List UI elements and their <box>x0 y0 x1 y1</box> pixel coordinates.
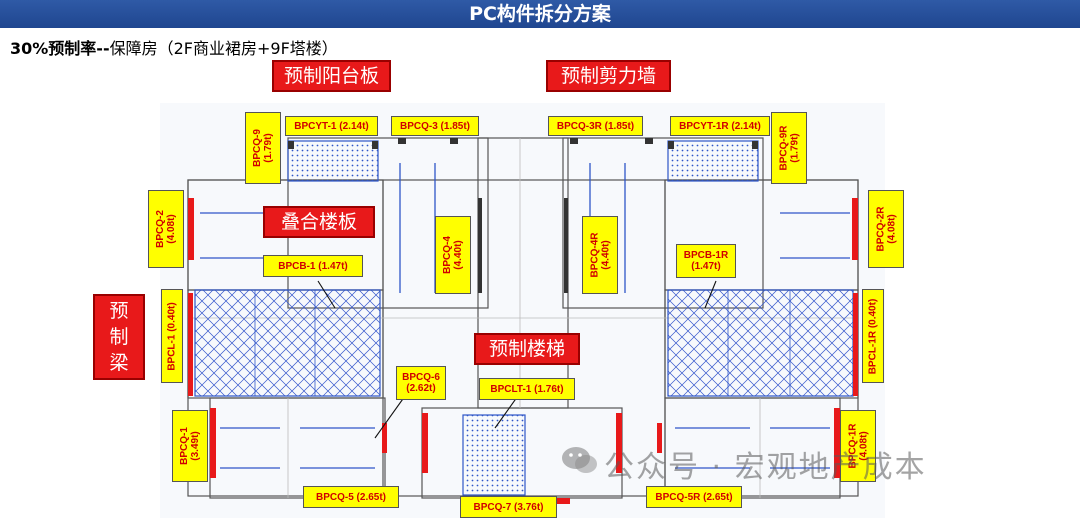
label-bpcq-6: BPCQ-6 (2.62t) <box>396 366 446 400</box>
label-bpcb-1: BPCB-1 (1.47t) <box>263 255 363 277</box>
page-title: PC构件拆分方案 <box>0 0 1080 28</box>
subtitle: 30%预制率--保障房（2F商业裙房+9F塔楼） <box>10 35 338 59</box>
label-bpcq-5r: BPCQ-5R (2.65t) <box>646 486 742 508</box>
callout-stair: 预制楼梯 <box>474 333 580 365</box>
label-bpcl-1: BPCL-1 (0.40t) <box>161 289 183 383</box>
label-bpcq-6-text: BPCQ-6 (2.62t) <box>402 372 440 394</box>
label-bpcq-4: BPCQ-4 (4.40t) <box>435 216 471 294</box>
label-bpcl-1-text: BPCL-1 (0.40t) <box>166 301 178 371</box>
label-bpcq-4r-text: BPCQ-4R (4.40t) <box>589 232 612 278</box>
label-bpcq-3: BPCQ-3 (1.85t) <box>391 116 479 136</box>
watermark-text: 公众号 · 宏观地产成本 <box>604 450 927 485</box>
callout-beam-char-1: 预 <box>109 300 129 322</box>
label-bpcq-2r: BPCQ-2R (4.08t) <box>868 190 904 268</box>
callout-slab: 叠合楼板 <box>263 206 375 238</box>
label-bpcyt-1: BPCYT-1 (2.14t) <box>285 116 378 136</box>
label-bpcq-1-text: BPCQ-1 (3.49t) <box>179 427 202 465</box>
label-bpcl-1r: BPCL-1R (0.40t) <box>862 289 884 383</box>
label-bpcq-4-text: BPCQ-4 (4.40t) <box>442 236 465 274</box>
subtitle-desc: 保障房（2F商业裙房+9F塔楼） <box>109 39 338 58</box>
callout-beam: 预 制 梁 <box>93 294 145 380</box>
subtitle-rate: 30%预制率-- <box>10 39 110 58</box>
label-bpcq-1r: BPCQ-1R (4.08t) <box>840 410 876 482</box>
callout-beam-char-2: 制 <box>109 326 129 348</box>
label-bpcq-9r-text: BPCQ-9R (1.79t) <box>778 125 801 171</box>
label-bpclt-1: BPCLT-1 (1.76t) <box>479 378 575 400</box>
label-bpcq-1: BPCQ-1 (3.49t) <box>172 410 208 482</box>
label-bpcq-5: BPCQ-5 (2.65t) <box>303 486 399 508</box>
label-bpcq-2r-text: BPCQ-2R (4.08t) <box>875 206 898 252</box>
label-bpcq-4r: BPCQ-4R (4.40t) <box>582 216 618 294</box>
label-bpcq-9r: BPCQ-9R (1.79t) <box>771 112 807 184</box>
label-bpcb-1r: BPCB-1R (1.47t) <box>676 244 736 278</box>
callout-shear-wall: 预制剪力墙 <box>546 60 671 92</box>
wechat-icon <box>562 447 597 473</box>
label-bpcq-9: BPCQ-9 (1.79t) <box>245 112 281 184</box>
callout-beam-char-3: 梁 <box>109 352 129 374</box>
floor-plan <box>160 103 885 518</box>
label-bpcq-2-text: BPCQ-2 (4.08t) <box>155 210 178 248</box>
label-bpcq-2: BPCQ-2 (4.08t) <box>148 190 184 268</box>
label-bpcq-3r: BPCQ-3R (1.85t) <box>548 116 643 136</box>
label-bpcyt-1r: BPCYT-1R (2.14t) <box>670 116 770 136</box>
label-bpcb-1r-text: BPCB-1R (1.47t) <box>683 250 729 272</box>
label-bpcq-7: BPCQ-7 (3.76t) <box>460 496 557 518</box>
callout-balcony: 预制阳台板 <box>272 60 391 92</box>
label-bpcq-9-text: BPCQ-9 (1.79t) <box>252 129 275 167</box>
label-bpcl-1r-text: BPCL-1R (0.40t) <box>867 298 879 374</box>
